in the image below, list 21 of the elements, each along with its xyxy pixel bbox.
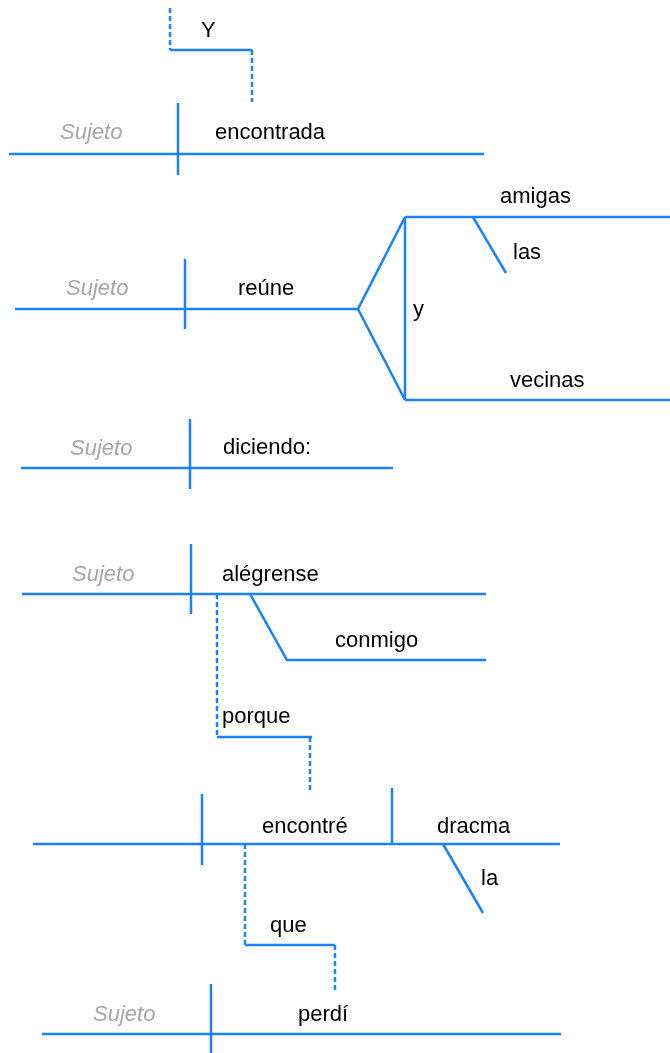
word: las — [513, 239, 542, 265]
word: vecinas — [510, 367, 585, 393]
word: alégrense — [222, 561, 319, 587]
word: que — [270, 912, 307, 938]
placeholder-word: Sujeto — [93, 1001, 156, 1027]
word: dracma — [437, 813, 511, 839]
word: conmigo — [335, 627, 419, 653]
word: encontré — [262, 813, 348, 839]
word: encontrada — [215, 119, 326, 145]
word: la — [481, 865, 499, 891]
word: diciendo: — [223, 434, 312, 460]
placeholder-word: Sujeto — [72, 561, 135, 587]
word: y — [413, 296, 424, 322]
placeholder-word: Sujeto — [70, 435, 133, 461]
word: porque — [222, 703, 291, 729]
word: reúne — [238, 275, 295, 301]
word: amigas — [500, 183, 571, 209]
word: perdí — [298, 1001, 349, 1027]
word: Y — [201, 17, 216, 43]
placeholder-word: Sujeto — [66, 275, 129, 301]
placeholder-word: Sujeto — [60, 119, 123, 145]
